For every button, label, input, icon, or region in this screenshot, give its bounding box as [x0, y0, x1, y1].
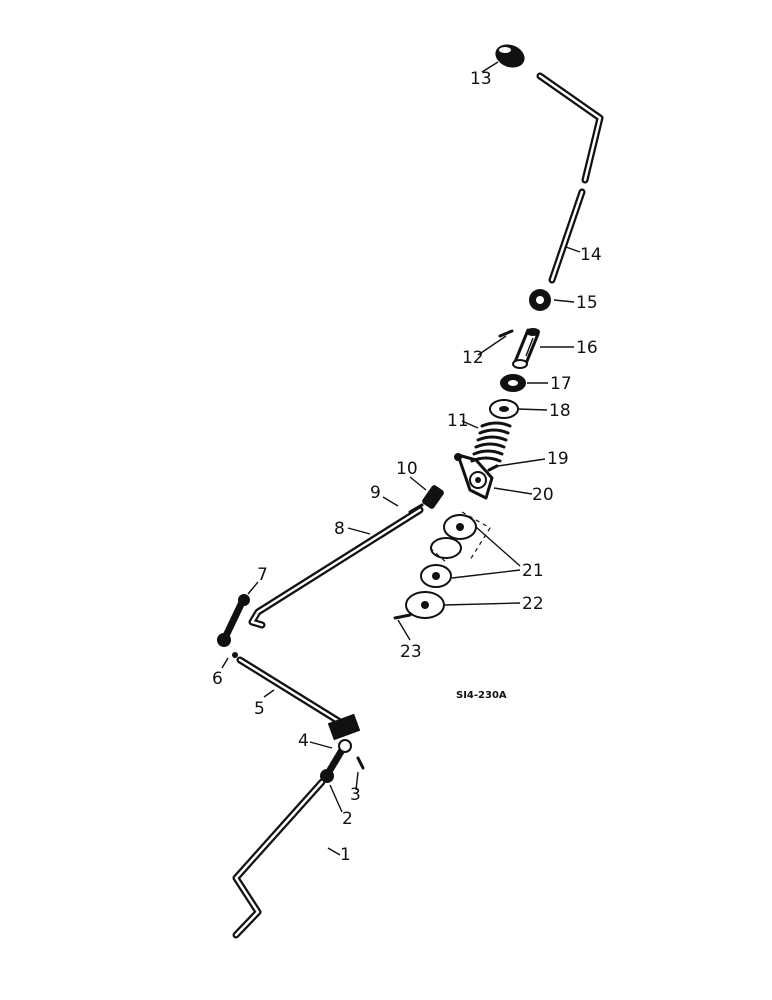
callout-17: 17: [550, 374, 572, 394]
callout-10: 10: [396, 459, 418, 479]
callout-2: 2: [342, 809, 353, 829]
part-clevis: [408, 485, 444, 514]
callout-16: 16: [576, 338, 598, 358]
callout-6: 6: [212, 669, 223, 689]
callout-11: 11: [447, 411, 469, 431]
callout-12: 12: [462, 348, 484, 368]
callout-21: 21: [522, 561, 544, 581]
part-washer-18: [489, 399, 519, 419]
part-nut: [529, 289, 551, 311]
diagram-code: SI4-230A: [456, 690, 507, 701]
callout-22: 22: [522, 594, 544, 614]
callout-5: 5: [254, 699, 265, 719]
callout-8: 8: [334, 519, 345, 539]
callout-20: 20: [532, 485, 554, 505]
part-bracket: [454, 453, 494, 500]
part-washer-17: [500, 374, 526, 392]
callout-9: 9: [370, 483, 381, 503]
callout-23: 23: [400, 642, 422, 662]
callout-1: 1: [340, 845, 351, 865]
part-pin-19: [487, 464, 499, 472]
callout-19: 19: [547, 449, 569, 469]
callout-13: 13: [470, 69, 492, 89]
part-small-pin: [498, 329, 514, 338]
part-screw-23: [393, 613, 412, 620]
part-connecting-rod: [248, 506, 424, 629]
callout-7: 7: [257, 565, 268, 585]
part-bushing: [512, 328, 540, 369]
part-lower-lever: [232, 778, 326, 939]
callout-15: 15: [576, 293, 598, 313]
part-bellcrank-upper: [217, 594, 250, 658]
part-cross-shaft: [236, 656, 361, 741]
callout-labels: 13 14 15 16 12 17 18 11 19 20 21 22 23 1…: [212, 69, 602, 865]
callout-4: 4: [298, 731, 309, 751]
part-knob: [495, 44, 525, 68]
part-rollers: [420, 511, 491, 588]
leader-lines: [221, 61, 581, 856]
part-spring: [470, 421, 512, 463]
callout-14: 14: [580, 245, 602, 265]
callout-18: 18: [549, 401, 571, 421]
part-disc: [405, 591, 445, 619]
part-upper-lever: [536, 72, 604, 284]
part-lower-arm: [320, 739, 365, 783]
callout-3: 3: [350, 785, 361, 805]
